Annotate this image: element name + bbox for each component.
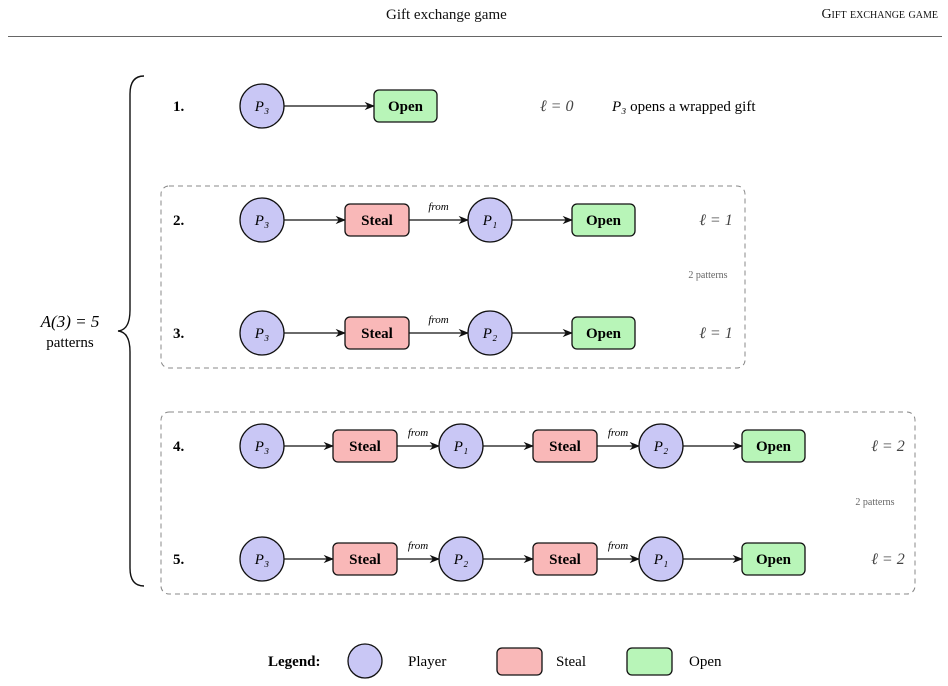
row-5-from-label-2: from	[608, 540, 628, 552]
group-box-1	[160, 185, 746, 369]
row-5-from-label-1: from	[408, 540, 428, 552]
row-3-steal-label-1: Steal	[361, 326, 393, 342]
row-1-open-label: Open	[388, 99, 424, 115]
row-5-number: 5.	[173, 552, 185, 568]
row-5-open-box	[741, 542, 806, 576]
row-1-player-1-label: P₃	[254, 99, 269, 115]
legend-open-label: Open	[689, 654, 722, 670]
group-box-2	[160, 411, 916, 595]
row-3-ell: ℓ = 1	[699, 325, 732, 342]
row-2-player-2-label: P₁	[482, 213, 497, 229]
row-4-player-2-label: P₁	[453, 439, 468, 455]
row-1-number: 1.	[173, 99, 185, 115]
legend-player-node	[347, 643, 383, 679]
pattern-rows: 1. P₃ Open ℓ = 0 P₃ opens a wrapped gift 2. P₃…	[173, 83, 905, 582]
legend-steal-label: Steal	[556, 654, 586, 670]
row-2-open-box	[571, 203, 636, 237]
header-rule	[8, 36, 942, 37]
row-4-steal-label-1: Steal	[349, 439, 381, 455]
row-5-steal-label-2: Steal	[549, 552, 581, 568]
row-2-from-label-1: from	[428, 201, 448, 213]
row-4-player-3-label: P₂	[653, 439, 668, 455]
row-3-from-label-1: from	[428, 314, 448, 326]
row-4-open-box	[741, 429, 806, 463]
total-label-main: A(3) = 5	[40, 312, 100, 331]
row-1-note-text: opens a wrapped gift	[626, 99, 756, 115]
row-5-ell: ℓ = 2	[871, 551, 904, 568]
row-3-open-label: Open	[586, 326, 622, 342]
running-head: Gift exchange game	[821, 7, 938, 22]
row-5-player-1-label: P₃	[254, 552, 269, 568]
row-4-player-1-label: P₃	[254, 439, 269, 455]
row-4-number: 4.	[173, 439, 185, 455]
row-2-steal-label-1: Steal	[361, 213, 393, 229]
legend-player-label: Player	[408, 654, 446, 670]
row-2-player-1-label: P₃	[254, 213, 269, 229]
row-5-open-label: Open	[756, 552, 792, 568]
row-3-player-2-label: P₂	[482, 326, 497, 342]
legend-title: Legend:	[268, 654, 321, 670]
row-3-open-box	[571, 316, 636, 350]
total-label-sub: patterns	[46, 335, 94, 351]
row-4-from-label-1: from	[408, 427, 428, 439]
row-3-number: 3.	[173, 326, 185, 342]
group-count-1: 2 patterns	[688, 270, 727, 281]
row-5-steal-label-1: Steal	[349, 552, 381, 568]
row-3-player-1-label: P₃	[254, 326, 269, 342]
row-4-from-label-2: from	[608, 427, 628, 439]
row-2-ell: ℓ = 1	[699, 212, 732, 229]
legend-open-box	[626, 647, 673, 676]
total-brace	[117, 75, 145, 587]
row-1-open-box	[373, 89, 438, 123]
row-5-player-2-label: P₂	[453, 552, 468, 568]
row-4-open-label: Open	[756, 439, 792, 455]
row-1-note: P₃ opens a wrapped gift	[611, 99, 756, 115]
row-2-open-label: Open	[586, 213, 622, 229]
group-count-2: 2 patterns	[855, 497, 894, 508]
legend-steal-box	[496, 647, 543, 676]
row-2-number: 2.	[173, 213, 185, 229]
page-header-title: Gift exchange game	[386, 7, 507, 23]
row-1-note-player: P₃	[611, 99, 626, 115]
row-4-steal-label-2: Steal	[549, 439, 581, 455]
row-1-ell: ℓ = 0	[540, 98, 573, 115]
row-4-ell: ℓ = 2	[871, 438, 904, 455]
row-5-player-3-label: P₁	[653, 552, 668, 568]
